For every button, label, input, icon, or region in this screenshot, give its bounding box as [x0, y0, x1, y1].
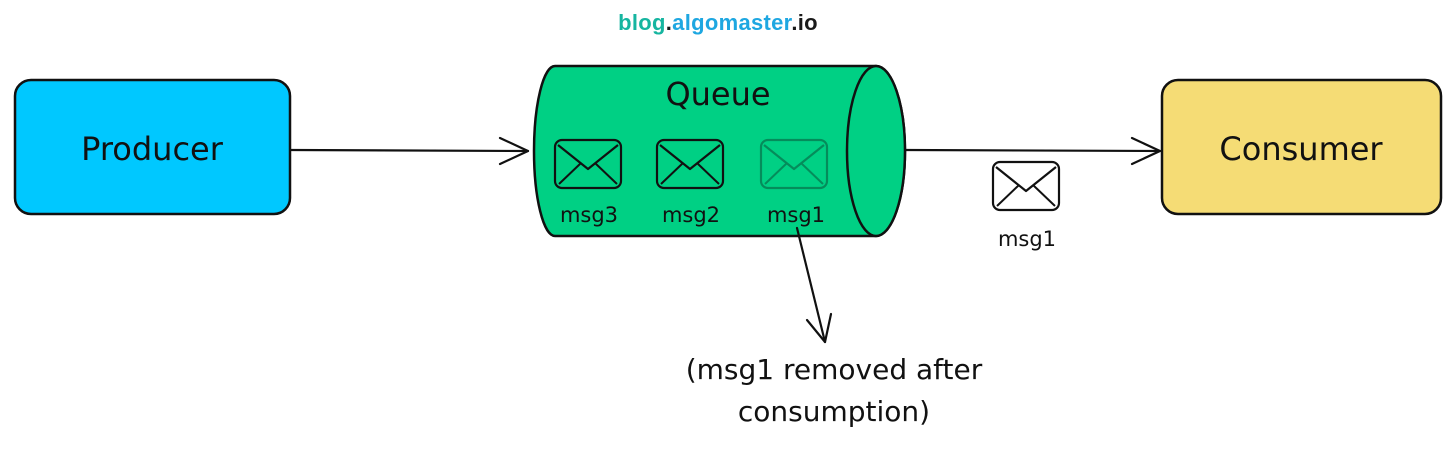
queue-label: Queue: [665, 75, 770, 113]
in-transit-message: msg1: [991, 160, 1061, 251]
arrow-removed: [795, 226, 833, 344]
queue-message-1: msg3: [553, 138, 623, 227]
consumer-node: Consumer: [1160, 78, 1443, 216]
queue-message-label: msg2: [662, 203, 720, 227]
queue-message-2: msg2: [655, 138, 725, 227]
producer-label: Producer: [81, 130, 224, 168]
in-transit-label: msg1: [998, 227, 1056, 251]
brand-watermark: blog.algomaster.io: [0, 10, 1436, 36]
brand-part-algomaster: algomaster: [672, 10, 792, 35]
removal-note-line-1: (msg1 removed after: [686, 353, 983, 386]
removal-note-line-2: consumption): [738, 395, 930, 428]
removal-note: (msg1 removed after consumption): [686, 353, 983, 428]
arrow-queue-to-consumer: [904, 136, 1162, 166]
brand-dot-2: .: [791, 10, 798, 35]
brand-part-io: io: [797, 10, 818, 35]
consumer-box: [1160, 78, 1443, 216]
queue-node: Queue msg3 msg2 msg1: [532, 64, 907, 238]
brand-part-blog: blog: [618, 10, 666, 35]
arrow-producer-to-queue: [289, 136, 530, 166]
queue-message-label: msg3: [560, 203, 618, 227]
envelope-icon: [991, 160, 1061, 212]
producer-box: [13, 78, 292, 216]
queue-message-label: msg1: [767, 203, 825, 227]
consumer-label: Consumer: [1219, 130, 1383, 168]
brand-dot-1: .: [665, 10, 673, 35]
queue-end-cap: [845, 64, 907, 238]
producer-node: Producer: [13, 78, 292, 216]
